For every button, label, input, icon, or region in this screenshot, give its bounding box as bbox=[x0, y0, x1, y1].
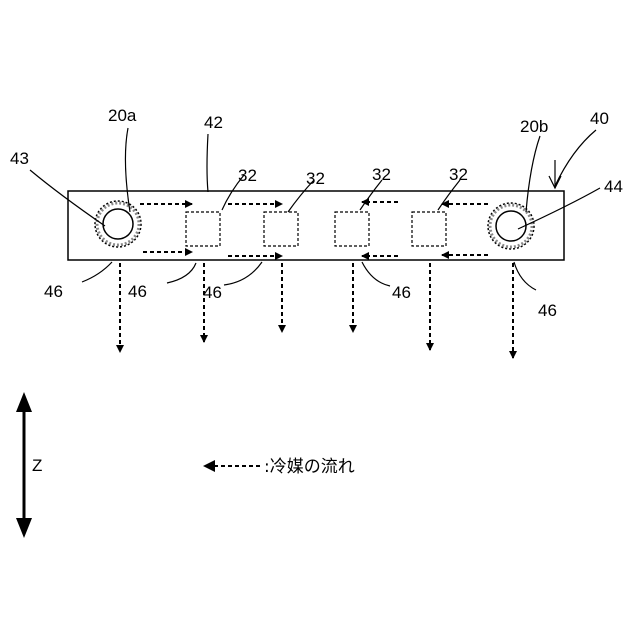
ref-32-label-2: 32 bbox=[306, 169, 325, 188]
ref-20b-label: 20b bbox=[520, 117, 548, 136]
ref-40-pointer bbox=[549, 130, 596, 188]
ref-43-label: 43 bbox=[10, 149, 29, 168]
z-axis-arrowhead-down bbox=[16, 518, 32, 538]
ref-32-label-4: 32 bbox=[449, 165, 468, 184]
ref-46-label-5: 46 bbox=[538, 301, 557, 320]
legend-label: :冷媒の流れ bbox=[264, 457, 355, 477]
ref-42-label: 42 bbox=[204, 113, 223, 132]
z-axis-arrowhead-up bbox=[16, 392, 32, 412]
ref-46-label-3: 46 bbox=[203, 283, 222, 302]
ref-40-label: 40 bbox=[590, 109, 609, 128]
ref-46-label-2: 46 bbox=[128, 282, 147, 301]
ref-32-label-3: 32 bbox=[372, 165, 391, 184]
right-pipe-20b bbox=[488, 203, 534, 249]
z-axis-label: Z bbox=[32, 456, 42, 475]
ref-44-label: 44 bbox=[604, 177, 623, 196]
outflow-arrows bbox=[120, 263, 513, 358]
legend-arrow bbox=[203, 460, 262, 472]
ref-46-label-1: 46 bbox=[44, 282, 63, 301]
ref-20a-label: 20a bbox=[108, 106, 137, 125]
ref-32-label-1: 32 bbox=[238, 166, 257, 185]
ref-46-label-4: 46 bbox=[392, 283, 411, 302]
